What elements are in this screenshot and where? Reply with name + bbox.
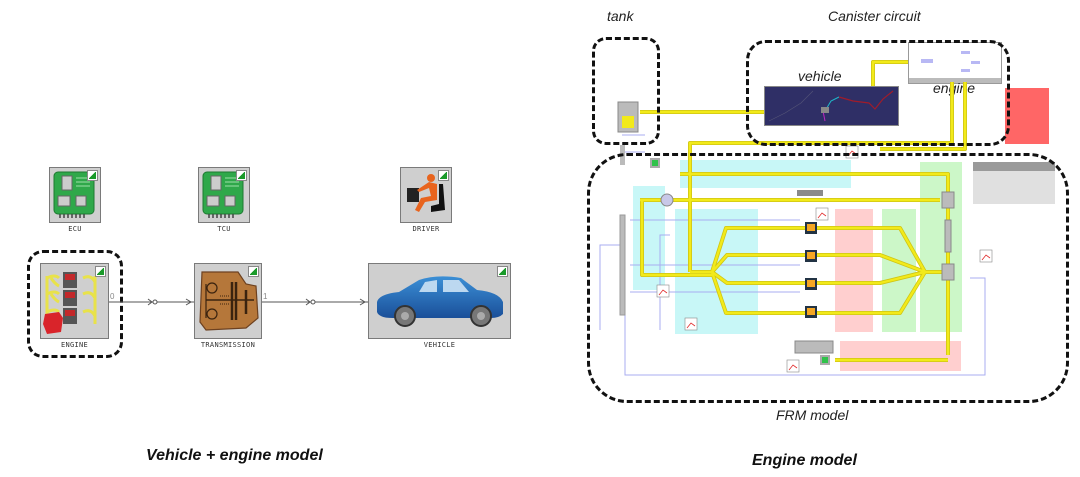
driver-block[interactable] xyxy=(400,167,452,223)
catalyst-1 xyxy=(941,191,955,209)
transmission-block[interactable] xyxy=(194,263,262,339)
cylinder-2 xyxy=(805,250,817,262)
catalyst-2 xyxy=(944,219,952,253)
catalyst-3 xyxy=(941,263,955,281)
engine-port-number: 0 xyxy=(110,292,115,301)
left-connections xyxy=(109,298,368,306)
tcu-label: TCU xyxy=(217,225,231,233)
vehicle-region-label: vehicle xyxy=(798,68,842,84)
route-trace xyxy=(768,90,894,122)
signal-line xyxy=(599,244,622,330)
left-caption: Vehicle + engine model xyxy=(146,447,323,464)
engine-highlight-region xyxy=(27,250,123,358)
transmission-port-number: 1 xyxy=(263,292,268,301)
signal-line xyxy=(622,134,645,153)
open-subsystem-icon[interactable] xyxy=(87,170,98,181)
canister-circuit-region xyxy=(746,40,1010,146)
canister-region-label: Canister circuit xyxy=(828,8,921,24)
link-arrow xyxy=(305,298,311,306)
engine-block[interactable] xyxy=(40,263,109,339)
open-subsystem-icon[interactable] xyxy=(497,266,508,277)
cylinder-1 xyxy=(805,222,817,234)
transmission-label: TRANSMISSION xyxy=(200,341,256,349)
link-arrow xyxy=(359,298,366,306)
driver-seat-icon xyxy=(407,174,445,212)
cylinder-3 xyxy=(805,278,817,290)
link-connector xyxy=(152,299,158,305)
crank-block xyxy=(794,340,834,354)
engine-label: ENGINE xyxy=(60,341,89,349)
left-rail xyxy=(619,214,626,316)
engine-subsystem-block[interactable] xyxy=(908,42,1002,84)
open-subsystem-icon[interactable] xyxy=(236,170,247,181)
inlet-indicator xyxy=(652,160,658,166)
frm-model-region xyxy=(587,153,1069,403)
ambient-indicator xyxy=(822,357,828,363)
tcu-block[interactable] xyxy=(198,167,250,223)
engine-icon xyxy=(43,272,97,334)
signal-line xyxy=(659,234,670,330)
frm-region-label: FRM model xyxy=(776,407,849,423)
tank-region xyxy=(592,37,660,145)
link-arrow xyxy=(185,298,192,306)
right-caption: Engine model xyxy=(752,452,857,469)
vehicle-block[interactable] xyxy=(368,263,511,339)
link-connector xyxy=(310,299,316,305)
open-subsystem-icon[interactable] xyxy=(95,266,106,277)
throttle xyxy=(660,193,674,207)
open-subsystem-icon[interactable] xyxy=(248,266,259,277)
driver-label: DRIVER xyxy=(412,225,440,233)
car-icon xyxy=(377,276,503,327)
cylinder-4 xyxy=(805,306,817,318)
ecu-label: ECU xyxy=(68,225,82,233)
vehicle-route-canvas[interactable] xyxy=(764,86,899,126)
signal-line xyxy=(624,220,986,376)
red-note-box xyxy=(1005,88,1049,144)
vehicle-label: VEHICLE xyxy=(423,341,456,349)
tank-region-label: tank xyxy=(607,8,634,24)
open-subsystem-icon[interactable] xyxy=(438,170,449,181)
link-arrow xyxy=(147,298,153,306)
green-zone-right xyxy=(920,162,962,332)
circuit-board-icon xyxy=(202,171,244,218)
pink-zone-lower xyxy=(840,341,961,371)
ecu-block[interactable] xyxy=(49,167,101,223)
grey-label-box xyxy=(797,190,823,196)
cylinder-blocks xyxy=(805,222,817,318)
tank-fluid xyxy=(622,116,634,128)
gearbox-icon xyxy=(199,271,259,331)
circuit-board-icon xyxy=(53,171,95,218)
